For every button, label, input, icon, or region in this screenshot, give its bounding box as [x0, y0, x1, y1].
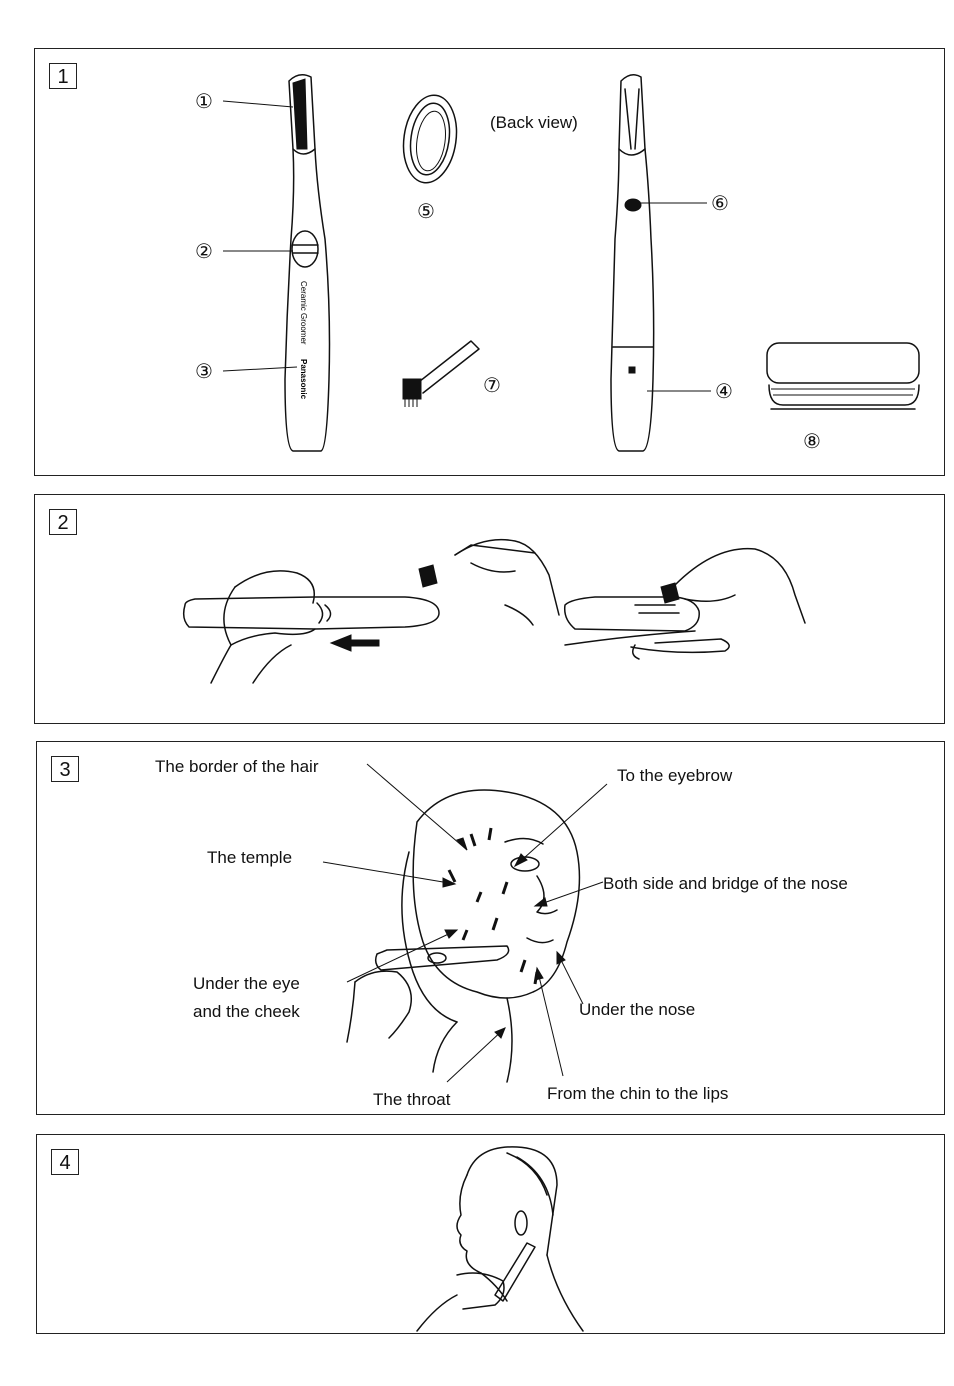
face-areas-illustration: [322, 763, 608, 1083]
label-under-nose: Under the nose: [579, 1000, 696, 1019]
cleaning-blade-head: [563, 547, 806, 660]
label-under-eye-line1: Under the eye: [193, 974, 300, 993]
groomer-back-view: [610, 74, 655, 452]
label-chin-to-lips: From the chin to the lips: [547, 1084, 729, 1103]
panel-1-parts: 1 Ceramic Groomer Panasonic: [34, 48, 945, 476]
handle-brand-text-2: Panasonic: [299, 359, 308, 400]
callout-5: ⑤: [417, 201, 435, 223]
leader-arrows: [322, 763, 608, 1083]
neck-use-illustration: [416, 1146, 584, 1332]
callout-7: ⑦: [483, 375, 501, 397]
label-under-eye-line2: and the cheek: [193, 1002, 300, 1021]
profile-drawing: [416, 1146, 584, 1332]
hand-with-brush: [418, 538, 560, 626]
panel-3-areas: 3 The: [36, 741, 945, 1115]
label-border-of-hair: The border of the hair: [155, 757, 319, 776]
callout-3: ③: [195, 361, 213, 383]
cleaning-brush: [402, 340, 480, 407]
parts-illustration: Ceramic Groomer Panasonic: [222, 74, 920, 452]
leader-line-1: [222, 100, 294, 108]
handle-brand-text-1: Ceramic Groomer: [299, 281, 308, 345]
cleaning-illustration: [182, 538, 806, 684]
hand-holding-groomer: [182, 570, 440, 684]
callout-1: ①: [195, 91, 213, 113]
panel-number: 2: [49, 509, 77, 535]
callout-2: ②: [195, 241, 213, 263]
panel-number: 3: [51, 756, 79, 782]
panel-2-cleaning: 2: [34, 494, 945, 724]
callout-6: ⑥: [711, 193, 729, 215]
leader-line-3: [222, 366, 298, 372]
back-view-label: (Back view): [490, 113, 578, 132]
left-arrow-icon: [329, 634, 380, 652]
panel-number: 4: [51, 1149, 79, 1175]
callout-8: ⑧: [803, 431, 821, 453]
label-temple: The temple: [207, 848, 293, 867]
label-nose-sides: Both side and bridge of the nose: [603, 874, 848, 893]
label-throat: The throat: [373, 1090, 451, 1109]
protective-cap: [402, 94, 458, 184]
label-to-eyebrow: To the eyebrow: [617, 766, 733, 785]
panel-number: 1: [49, 63, 77, 89]
callout-4: ④: [715, 381, 733, 403]
panel-4-neck: 4: [36, 1134, 945, 1334]
storage-case: [766, 342, 920, 410]
face-drawing: [346, 789, 581, 1083]
groomer-front-view: Ceramic Groomer Panasonic: [284, 74, 331, 452]
